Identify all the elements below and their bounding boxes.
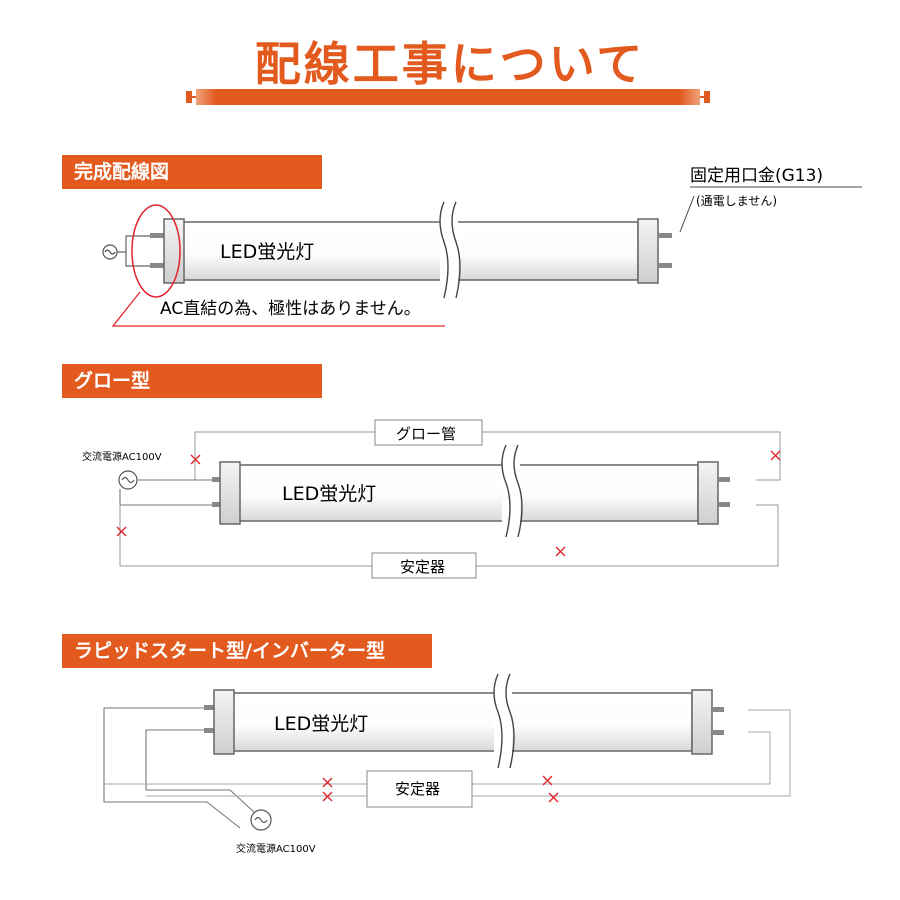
callout-circle: [131, 204, 181, 298]
ballast-box: [371, 552, 477, 579]
cut-marks: [116, 450, 781, 557]
section-heading-complete: 完成配線図: [62, 155, 322, 189]
section-heading-rapid: ラピッドスタート型/インバーター型: [62, 634, 432, 668]
ac-source-icon: [102, 244, 118, 260]
glow-label: グロー管: [396, 425, 456, 443]
tube-end-cap-left: [213, 689, 235, 755]
tube-label: LED蛍光灯: [220, 241, 314, 263]
tube-label: LED蛍光灯: [274, 713, 368, 735]
ballast-box: [366, 770, 473, 808]
tube-end-cap-left: [163, 218, 185, 284]
rapid-start-diagram: 交流電源AC100V 安定器 LED蛍光灯: [103, 673, 791, 855]
glow-type-diagram: 交流電源AC100V グロー管 安定器 LED蛍光灯: [82, 419, 781, 579]
complete-wiring-diagram: LED蛍光灯 AC直結の為、極性はありません。 固定用口金(G13) (通電しま…: [102, 166, 862, 327]
ac-source-icon: [250, 809, 272, 831]
power-label: 交流電源AC100V: [82, 450, 162, 463]
led-tube: [235, 464, 699, 522]
glow-starter-box: [374, 419, 483, 446]
callout-text: AC直結の為、極性はありません。: [160, 299, 421, 319]
tube-end-cap-right: [637, 218, 659, 284]
cap-label: 固定用口金(G13): [690, 166, 823, 186]
power-label: 交流電源AC100V: [236, 842, 316, 855]
tube-label: LED蛍光灯: [282, 483, 376, 505]
led-tube: [177, 221, 639, 281]
ballast-label: 安定器: [395, 780, 440, 798]
cut-marks: [322, 775, 559, 803]
page-title: 配線工事について: [254, 37, 646, 91]
tube-end-cap-right: [691, 689, 713, 755]
tube-end-cap-left: [219, 461, 241, 525]
ballast-label: 安定器: [400, 558, 445, 576]
cap-note: (通電しません): [696, 194, 777, 208]
section-heading-glow: グロー型: [62, 364, 322, 398]
title-bar-icon: [186, 89, 710, 105]
ac-source-icon: [118, 470, 138, 490]
tube-end-cap-right: [697, 461, 719, 525]
